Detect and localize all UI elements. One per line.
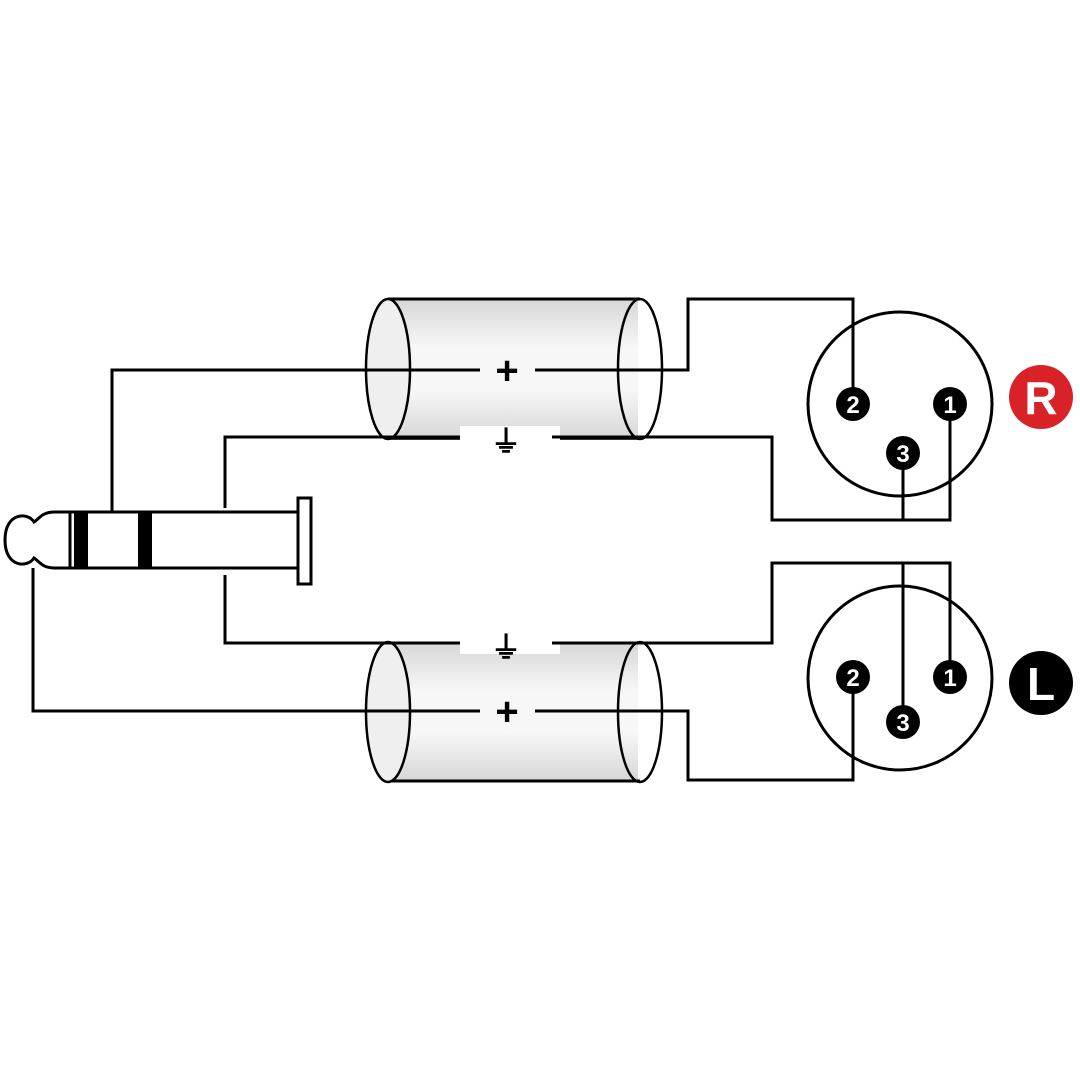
bottom-ground-wire-cont: [552, 561, 952, 670]
svg-text:L: L: [1027, 658, 1055, 710]
xlr-right-pin-3: 3: [886, 436, 920, 470]
bottom-ground-wire: [223, 575, 460, 645]
top-signal-wire: [110, 368, 480, 512]
trs-stereo-jack-icon: [3, 496, 313, 586]
svg-text:2: 2: [846, 392, 859, 419]
xlr-connector-icon: [806, 310, 994, 498]
left-channel-badge: L: [1009, 651, 1073, 715]
svg-text:3: 3: [896, 441, 909, 468]
top-plus-symbol: +: [495, 349, 518, 393]
bottom-signal-wire-cont: [535, 682, 855, 782]
xlr-left-pin-2: 2: [836, 660, 870, 694]
svg-text:1: 1: [943, 665, 956, 692]
top-ground-wire-cont: [552, 410, 952, 522]
top-ground-wire: [223, 435, 460, 508]
xlr-right-pin-1: 1: [933, 387, 967, 421]
svg-text:R: R: [1024, 372, 1057, 424]
bottom-signal-wire: [31, 568, 480, 713]
xlr-connector-left: 2 3 1: [806, 584, 994, 772]
top-signal-wire-cont: [535, 297, 855, 400]
xlr-left-pin-1: 1: [933, 660, 967, 694]
xlr-connector-icon: [806, 584, 994, 772]
right-channel-badge: R: [1009, 365, 1073, 429]
xlr-left-pin-3: 3: [886, 705, 920, 739]
bottom-plus-symbol: +: [495, 690, 518, 734]
bottom-ground-symbol: ⏚: [491, 632, 521, 665]
svg-text:3: 3: [896, 710, 909, 737]
svg-text:1: 1: [943, 392, 956, 419]
xlr-right-pin-2: 2: [836, 387, 870, 421]
xlr-connector-right: 2 3 1: [806, 310, 994, 498]
svg-text:2: 2: [846, 665, 859, 692]
top-ground-symbol: ⏚: [491, 426, 521, 459]
